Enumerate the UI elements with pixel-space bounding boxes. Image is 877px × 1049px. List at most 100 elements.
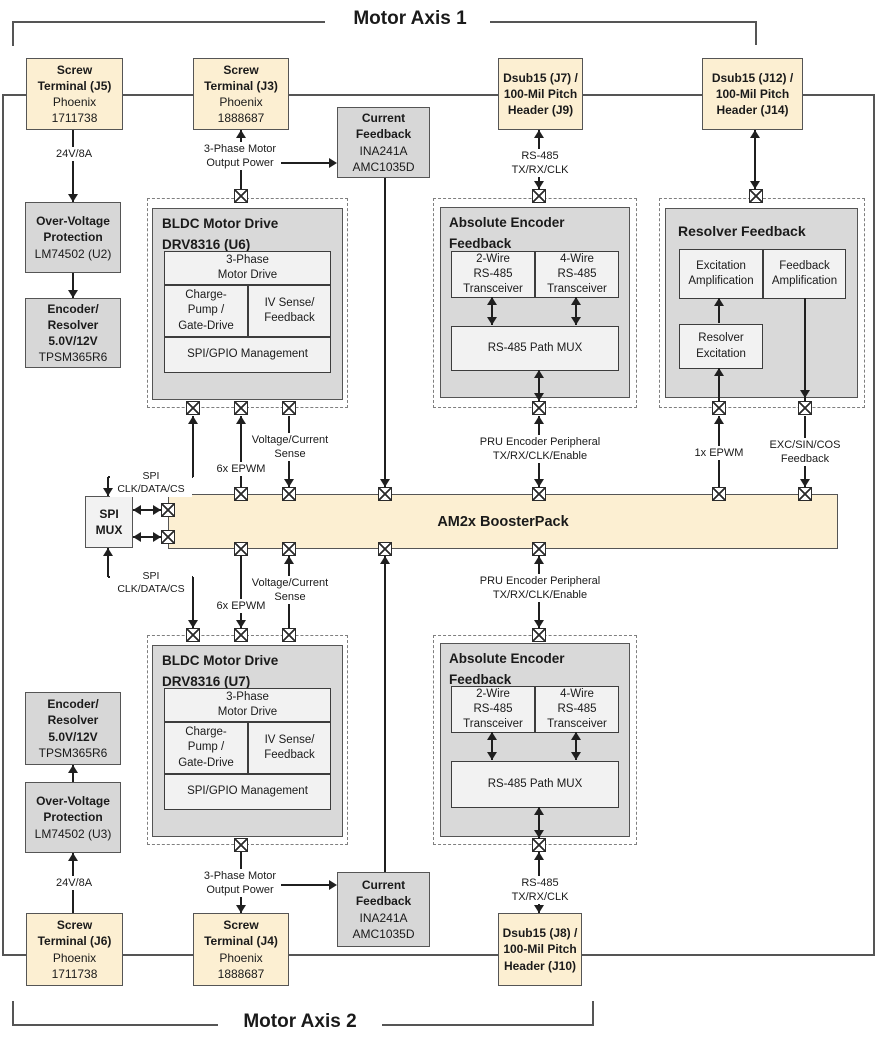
top-connect-rail xyxy=(2,94,874,96)
board-connector-icon xyxy=(798,487,812,501)
arrowhead-up-icon xyxy=(68,765,78,773)
u7-spi-gpio-management: SPI/GPIO Management xyxy=(164,774,331,810)
arrowhead-right-icon xyxy=(329,158,337,168)
wire-horizontal xyxy=(133,509,161,511)
wire-vertical xyxy=(192,577,194,628)
arrowhead-up-icon xyxy=(534,556,544,564)
axis2-bracket-tick-right xyxy=(592,1001,594,1026)
arrowhead-down-icon xyxy=(68,194,78,202)
board-connector-icon xyxy=(234,542,248,556)
arrowhead-up-icon xyxy=(284,556,294,564)
board-connector-icon xyxy=(234,189,248,203)
board-connector-icon xyxy=(378,487,392,501)
bottom-connect-rail xyxy=(2,954,874,956)
board-connector-icon xyxy=(161,503,175,517)
arrowhead-down-icon xyxy=(236,905,246,913)
board-connector-icon xyxy=(532,401,546,415)
label-spiclk-bot: SPI CLK/DATA/CS xyxy=(110,570,192,597)
arrowhead-down-icon xyxy=(571,317,581,325)
board-connector-icon xyxy=(282,542,296,556)
board-connector-icon xyxy=(234,401,248,415)
wire-vertical xyxy=(240,556,242,628)
wire-vertical xyxy=(384,178,386,487)
board-connector-icon xyxy=(532,189,546,203)
arrowhead-down-icon xyxy=(103,488,113,496)
left-rail xyxy=(2,94,4,956)
board-connector-icon xyxy=(712,487,726,501)
wire-vertical xyxy=(192,416,194,477)
arrowhead-down-icon xyxy=(534,393,544,401)
dsub15-j8-header-j10: Dsub15 (J8) /100-Mil Pitch Header (J10) xyxy=(498,913,582,986)
board-connector-icon xyxy=(378,542,392,556)
arrowhead-right-icon xyxy=(153,532,161,542)
board-connector-icon xyxy=(234,838,248,852)
wire-vertical xyxy=(718,298,720,323)
arrowhead-down-icon xyxy=(68,290,78,298)
arrowhead-left-icon xyxy=(133,532,141,542)
arrowhead-up-icon xyxy=(236,130,246,138)
label-spiclk-top: SPI CLK/DATA/CS xyxy=(110,470,192,497)
arrowhead-up-icon xyxy=(534,416,544,424)
wire-vertical xyxy=(72,130,74,202)
arrowhead-down-icon xyxy=(236,620,246,628)
wire-vertical xyxy=(575,297,577,325)
label-rs485-top: RS-485 TX/RX/CLK xyxy=(492,149,588,178)
board-connector-icon xyxy=(532,628,546,642)
board-connector-icon xyxy=(282,401,296,415)
wire-horizontal xyxy=(133,536,161,538)
label-6x-epwm-top: 6x EPWM xyxy=(213,462,269,477)
arrowhead-right-icon xyxy=(329,880,337,890)
arrowhead-down-icon xyxy=(284,479,294,487)
arrowhead-up-icon xyxy=(571,297,581,305)
boosterpack-label: AM2x BoosterPack xyxy=(437,513,569,530)
arrowhead-down-icon xyxy=(750,181,760,189)
axis1-bracket-tick-right xyxy=(755,21,757,45)
dsub15-j7-header-j9: Dsub15 (J7) /100-Mil Pitch Header (J9) xyxy=(498,58,583,130)
wire-vertical xyxy=(491,732,493,760)
arrowhead-down-icon xyxy=(800,479,810,487)
board-connector-icon xyxy=(234,487,248,501)
arrowhead-up-icon xyxy=(487,297,497,305)
wire-horizontal xyxy=(241,884,330,886)
wire-vertical xyxy=(107,477,109,496)
arrowhead-down-icon xyxy=(534,905,544,913)
arrowhead-down-icon xyxy=(534,620,544,628)
axis2-bracket-tick-left xyxy=(12,1001,14,1026)
wire-vertical xyxy=(72,273,74,298)
right-rail xyxy=(873,94,875,956)
arrowhead-up-icon xyxy=(534,130,544,138)
arrowhead-up-icon xyxy=(188,416,198,424)
wire-vertical xyxy=(804,298,806,401)
u6-spi-gpio-management: SPI/GPIO Management xyxy=(164,337,331,373)
u7-iv-sense-feedback: IV Sense/Feedback xyxy=(248,722,331,774)
arrowhead-up-icon xyxy=(534,370,544,378)
dsub15-j12-header-j14: Dsub15 (J12) /100-Mil Pitch Header (J14) xyxy=(702,58,803,130)
am2x-boosterpack-bar: AM2x BoosterPack xyxy=(168,494,838,549)
arrowhead-up-icon xyxy=(571,732,581,740)
arrowhead-up-icon xyxy=(380,556,390,564)
wire-vertical xyxy=(538,370,540,401)
wire-vertical xyxy=(72,765,74,782)
arrowhead-up-icon xyxy=(714,416,724,424)
